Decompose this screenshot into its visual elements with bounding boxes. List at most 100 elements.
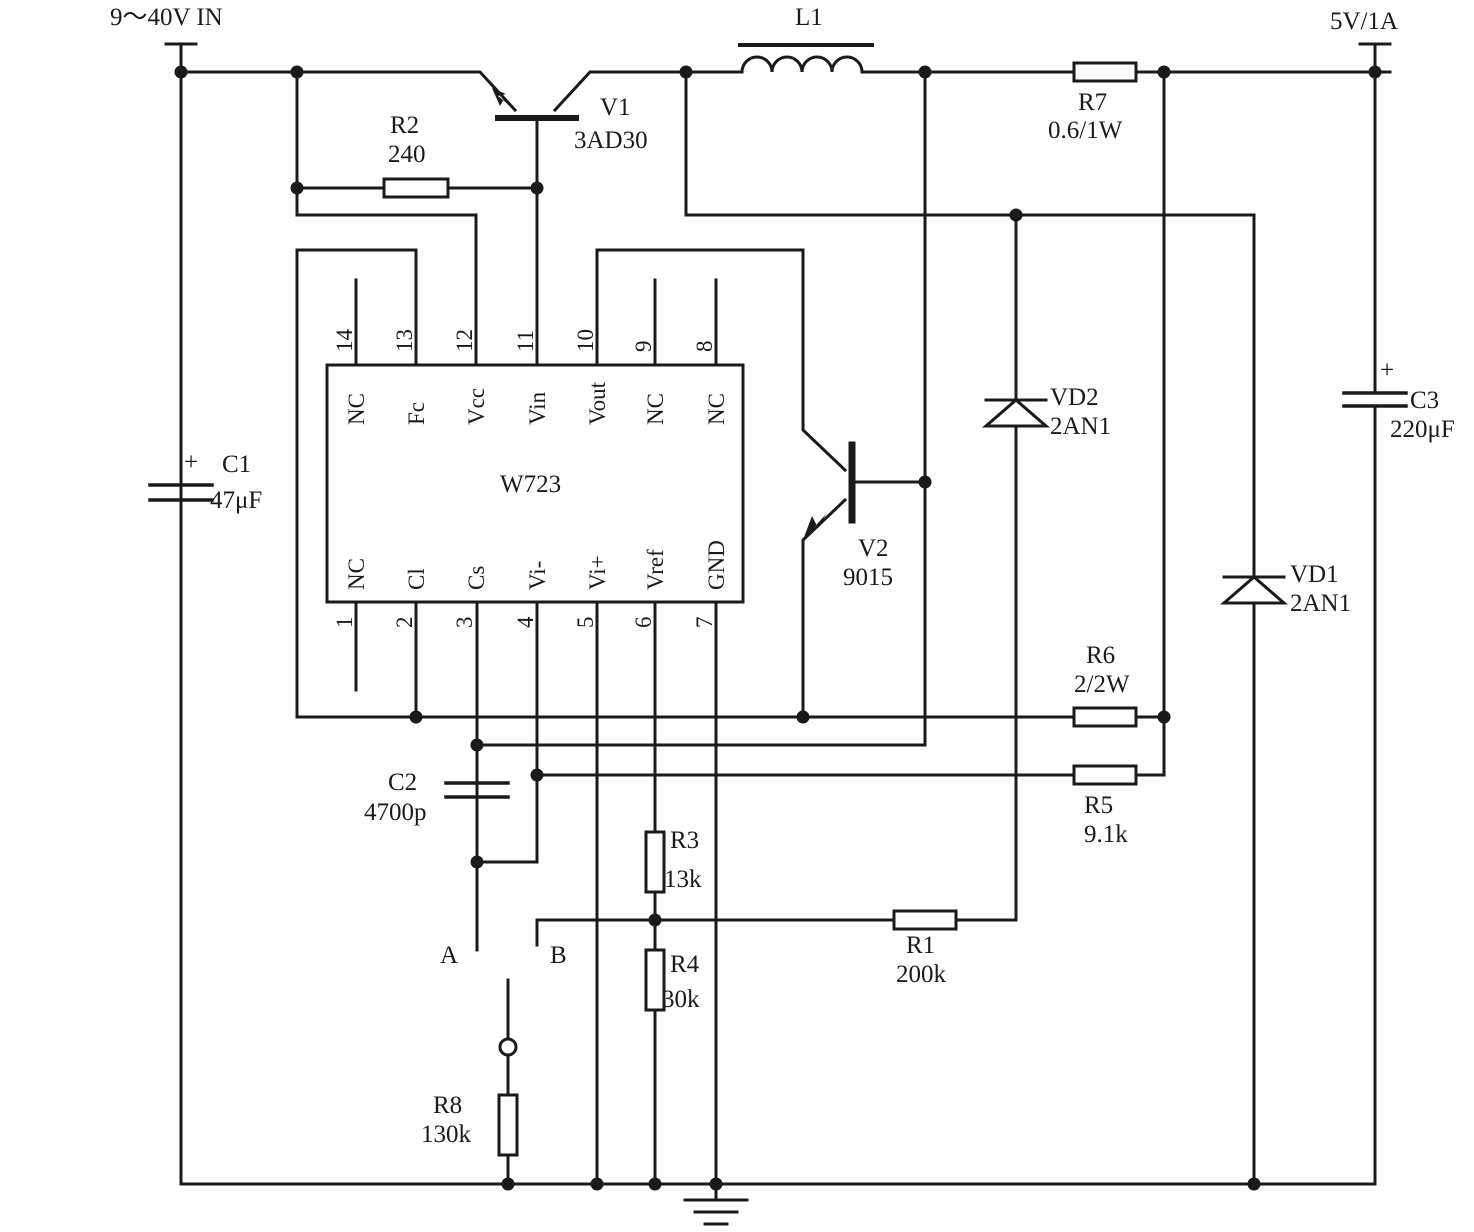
- transistor-v1: [492, 88, 579, 121]
- l1-ref: L1: [795, 4, 823, 31]
- junction-dot: [709, 1177, 723, 1191]
- junction-dot: [1368, 65, 1382, 79]
- junction-dot: [470, 855, 484, 869]
- c3-polarity: +: [1380, 357, 1394, 384]
- ic-bottom-pin-name: Vi+: [585, 555, 610, 590]
- c3-ref: C3: [1410, 387, 1439, 414]
- r1-ref: R1: [906, 932, 935, 959]
- junction-dot: [1009, 208, 1023, 222]
- diode-vd2: [981, 398, 1051, 428]
- c1-polarity: +: [184, 449, 198, 476]
- v2-value: 9015: [843, 564, 893, 591]
- ic-top-pin-number: 8: [692, 341, 717, 353]
- resistor-r3: [644, 830, 666, 894]
- ic-top-pin-name: Vout: [585, 381, 610, 425]
- ic-pin-labels: 14NC13Fc12Vcc11Vin10Vout9NC8NCNC1Cl2Cs3V…: [332, 329, 729, 629]
- ic-bottom-pin-number: 7: [692, 617, 717, 629]
- ic-bottom-pin-name: Cs: [464, 566, 489, 590]
- ic-bottom-pin-number: 2: [392, 617, 417, 629]
- input-label: 9～40V IN: [110, 4, 223, 31]
- c3-value: 220μF: [1390, 416, 1455, 443]
- r4-value: 30k: [662, 986, 700, 1013]
- junction-dot: [1247, 1177, 1261, 1191]
- ic-top-pin-name: NC: [643, 393, 668, 425]
- switch-pivot: [498, 1037, 518, 1057]
- wires: [164, 42, 1392, 1202]
- diode-vd1: [1219, 575, 1289, 605]
- r2-value: 240: [388, 141, 426, 168]
- ic-bottom-pin-name: NC: [344, 558, 369, 590]
- ic-top-pin-name: Vin: [525, 391, 550, 425]
- resistor-r6: [1072, 706, 1138, 728]
- ic-bottom-pin-number: 6: [631, 617, 656, 629]
- ic-top-pin-number: 13: [392, 329, 417, 352]
- output-label: 5V/1A: [1330, 8, 1398, 35]
- ic-name: W723: [500, 471, 561, 498]
- c1-value: 47μF: [210, 487, 262, 514]
- junction-dots: [174, 65, 1382, 1191]
- vd1-ref: VD1: [1290, 561, 1339, 588]
- ic-bottom-pin-name: Vref: [643, 549, 668, 590]
- ic-bottom-pin-number: 4: [513, 616, 538, 628]
- ic-w723: [325, 363, 745, 604]
- ic-bottom-pin-number: 1: [332, 617, 357, 629]
- junction-dot: [1157, 710, 1171, 724]
- switch-pos-a: A: [440, 942, 458, 969]
- resistor-r2: [382, 177, 450, 199]
- vd1-value: 2AN1: [1290, 590, 1351, 617]
- switch: [498, 1037, 518, 1057]
- junction-dot: [174, 65, 188, 79]
- r3-ref: R3: [670, 827, 699, 854]
- junction-dot: [1157, 65, 1171, 79]
- r5-ref: R5: [1084, 792, 1113, 819]
- junction-dot: [918, 65, 932, 79]
- ic-top-pin-number: 11: [513, 330, 538, 352]
- v1-ref: V1: [600, 94, 631, 121]
- ic-top-pin-name: Fc: [404, 402, 429, 425]
- r6-ref: R6: [1086, 642, 1115, 669]
- junction-dot: [918, 475, 932, 489]
- junction-dot: [470, 738, 484, 752]
- r5-value: 9.1k: [1084, 821, 1128, 848]
- inductor-l1: [738, 43, 874, 74]
- v2-ref: V2: [858, 535, 889, 562]
- junction-dot: [290, 65, 304, 79]
- resistor-r1: [892, 909, 958, 931]
- r7-value: 0.6/1W: [1048, 117, 1123, 144]
- r3-value: 13k: [664, 866, 702, 893]
- resistor-r4: [644, 948, 666, 1012]
- junction-dot: [501, 1177, 515, 1191]
- ic-top-pin-number: 12: [452, 329, 477, 352]
- switch-pos-b: B: [550, 942, 567, 969]
- v1-value: 3AD30: [574, 127, 648, 154]
- resistor-r8: [497, 1093, 519, 1157]
- transistor-v2: [803, 441, 856, 540]
- junction-dot: [648, 1177, 662, 1191]
- r8-ref: R8: [433, 1092, 462, 1119]
- junction-dot: [796, 710, 810, 724]
- junction-dot: [530, 181, 544, 195]
- junction-dot: [290, 181, 304, 195]
- vd2-ref: VD2: [1050, 384, 1099, 411]
- ic-top-pin-name: NC: [344, 393, 369, 425]
- r1-value: 200k: [896, 961, 947, 988]
- r8-value: 130k: [421, 1121, 472, 1148]
- c2-value: 4700p: [364, 799, 427, 826]
- c1-ref: C1: [222, 451, 251, 478]
- ic-top-pin-number: 14: [332, 329, 357, 353]
- capacitor-c2: [444, 781, 510, 799]
- ic-top-pin-number: 10: [573, 329, 598, 352]
- junction-dot: [648, 913, 662, 927]
- ic-bottom-pin-name: Vi-: [525, 561, 550, 590]
- ic-top-pin-number: 9: [631, 341, 656, 353]
- r6-value: 2/2W: [1074, 671, 1130, 698]
- ic-bottom-pin-number: 5: [573, 617, 598, 629]
- ground-symbol: [683, 1198, 749, 1226]
- junction-dot: [530, 768, 544, 782]
- junction-dot: [590, 1177, 604, 1191]
- capacitor-c1: [148, 483, 214, 502]
- vd2-value: 2AN1: [1050, 413, 1111, 440]
- ic-bottom-pin-number: 3: [452, 617, 477, 629]
- ic-top-pin-name: NC: [704, 393, 729, 425]
